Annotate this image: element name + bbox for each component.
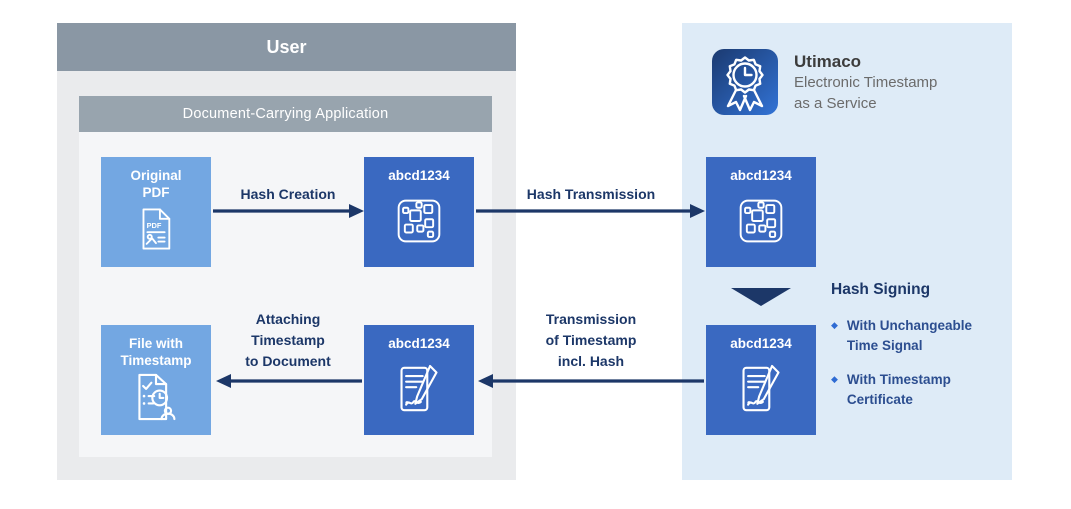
- user-panel-title: User: [57, 23, 516, 71]
- utimaco-title: Utimaco: [794, 52, 862, 71]
- hash-mosaic-icon: [396, 198, 442, 244]
- node-label: abcd1234: [388, 336, 450, 351]
- hash-signing-item: ◆ With Unchangeable Time Signal: [831, 316, 1016, 355]
- node-label: abcd1234: [388, 168, 450, 183]
- node-hash-user: abcd1234: [364, 157, 474, 267]
- node-label: File with Timestamp: [120, 336, 192, 368]
- hash-signing-section: Hash Signing ◆ With Unchangeable Time Si…: [831, 281, 1016, 424]
- hash-signing-item-text: With Unchangeable Time Signal: [846, 318, 973, 353]
- signed-document-icon: [396, 363, 442, 415]
- node-label: abcd1234: [730, 168, 792, 183]
- node-original-pdf: Original PDF PDF: [101, 157, 211, 267]
- hash-mosaic-icon: [738, 198, 784, 244]
- timestamped-file-icon: [133, 372, 179, 422]
- node-signed-utimaco: abcd1234: [706, 325, 816, 435]
- node-label: Original PDF: [130, 168, 182, 200]
- signed-document-icon: [738, 363, 784, 415]
- diamond-bullet-icon: ◆: [831, 374, 838, 384]
- utimaco-subtitle-line-2: as a Service: [794, 94, 877, 112]
- hash-signing-item-text: With Timestamp Certificate: [846, 372, 951, 407]
- arrow-label-hash-creation: Hash Creation: [240, 186, 336, 202]
- node-label: abcd1234: [730, 336, 792, 351]
- diamond-bullet-icon: ◆: [831, 320, 838, 330]
- document-app-title: Document-Carrying Application: [79, 96, 492, 132]
- node-signed-user: abcd1234: [364, 325, 474, 435]
- utimaco-subtitle-line-1: Electronic Timestamp: [794, 74, 938, 91]
- hash-signing-item: ◆ With Timestamp Certificate: [831, 370, 1016, 409]
- arrow-label-attach-timestamp: Attaching Timestamp to Document: [245, 311, 331, 369]
- utimaco-text-block: Utimaco Electronic Timestamp as a Servic…: [794, 49, 937, 115]
- node-file-with-timestamp: File with Timestamp: [101, 325, 211, 435]
- arrow-label-timestamp-transmission: Transmission of Timestamp incl. Hash: [545, 311, 637, 369]
- node-hash-utimaco: abcd1234: [706, 157, 816, 267]
- award-clock-badge-icon: [712, 49, 778, 115]
- pdf-document-icon: PDF: [138, 204, 174, 254]
- svg-text:PDF: PDF: [147, 221, 162, 230]
- arrow-label-hash-transmission: Hash Transmission: [526, 186, 656, 202]
- utimaco-header: Utimaco Electronic Timestamp as a Servic…: [712, 49, 937, 115]
- hash-signing-title: Hash Signing: [831, 281, 931, 298]
